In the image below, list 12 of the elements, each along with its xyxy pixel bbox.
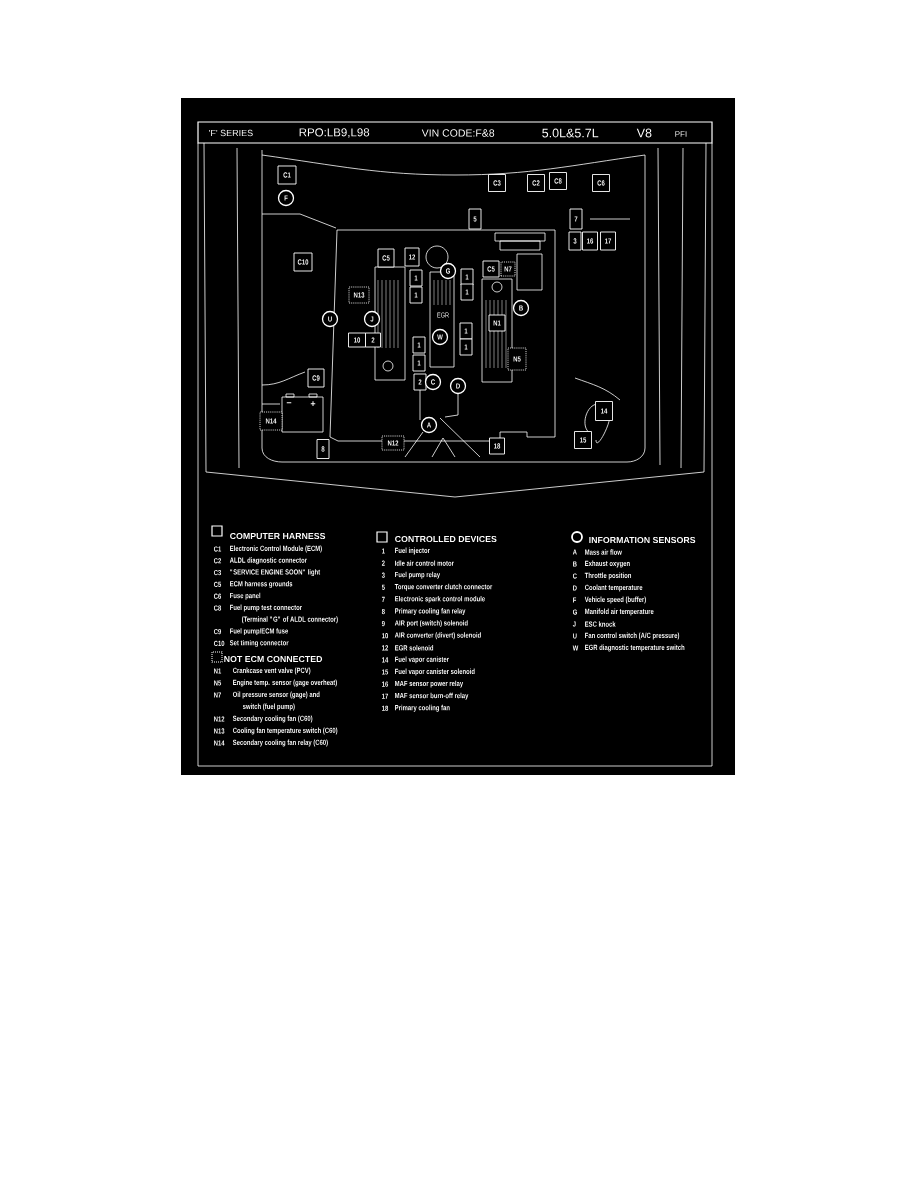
header-text: 'F' SERIES xyxy=(209,129,253,137)
header-text: VIN CODE:F&8 xyxy=(421,129,495,137)
terminal-sign: − xyxy=(286,402,292,404)
header-text: 5.0L&5.7L xyxy=(542,128,599,138)
legend-heading: CONTROLLED DEVICES xyxy=(395,535,497,543)
header-text: PFI xyxy=(675,131,687,137)
legend-heading: INFORMATION SENSORS xyxy=(589,536,696,544)
legend-heading: NOT ECM CONNECTED xyxy=(224,655,323,663)
legend-heading: COMPUTER HARNESS xyxy=(230,532,326,540)
header-text: RPO:LB9,L98 xyxy=(299,128,370,138)
terminal-sign: + xyxy=(310,401,316,406)
header-text: V8 xyxy=(636,128,652,138)
